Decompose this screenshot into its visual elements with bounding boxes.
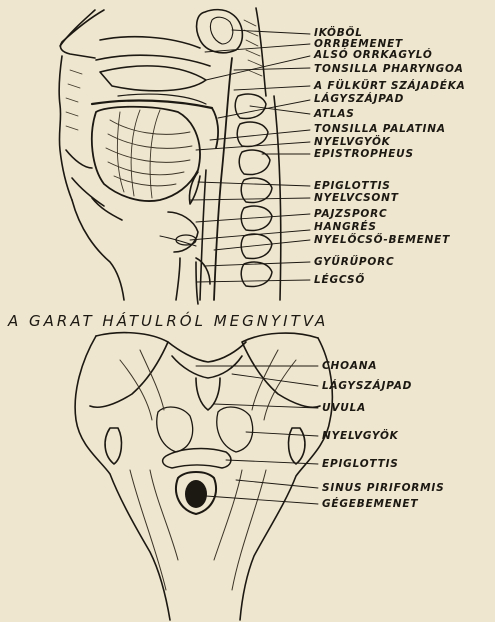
label-tonsilla-palatina: TONSILLA PALATINA <box>314 123 446 135</box>
label-also-orrkagylo: ALSÓ ORRKAGYLÓ <box>314 49 433 61</box>
label-lagyszajpad-posterior: LÁGYSZÁJPAD <box>322 380 412 392</box>
label-lagyszajpad-sagittal: LÁGYSZÁJPAD <box>314 93 404 105</box>
label-choana: CHOANA <box>322 360 377 372</box>
label-tonsilla-pharyngoa: TONSILLA PHARYNGOA <box>314 63 464 75</box>
posterior-view-drawing <box>75 333 332 620</box>
label-epiglottis-posterior: EPIGLOTTIS <box>322 458 399 470</box>
sagittal-section-drawing <box>59 8 310 304</box>
section-title: A GARAT HÁTULRÓL MEGNYITVA <box>8 312 328 330</box>
label-nyelvgyok-posterior: NYELVGYÖK <box>322 430 399 442</box>
label-nyelvcsont: NYELVCSONT <box>314 192 399 204</box>
label-pajzsporc: PAJZSPORC <box>314 208 388 220</box>
label-epiglottis-sagittal: EPIGLOTTIS <box>314 180 391 192</box>
label-nyelvgyok-sagittal: NYELVGYÖK <box>314 136 391 148</box>
label-gyuruporc: GYŰRŰPORC <box>314 256 395 268</box>
label-nyelocso-bemenet: NYELŐCSŐ-BEMENET <box>314 234 450 246</box>
label-legcso: LÉGCSŐ <box>314 274 365 286</box>
label-sinus-piriformis: SINUS PIRIFORMIS <box>322 482 445 494</box>
label-hangres: HANGRÉS <box>314 221 377 233</box>
label-uvula: UVULA <box>322 402 366 414</box>
label-atlas: ATLAS <box>314 108 355 120</box>
label-fulkurt-szajadeka: A FÜLKÜRT SZÁJADÉKA <box>314 80 466 92</box>
label-epistropheus: EPISTROPHEUS <box>314 148 414 160</box>
label-gegebemenet: GÉGEBEMENET <box>322 498 418 510</box>
